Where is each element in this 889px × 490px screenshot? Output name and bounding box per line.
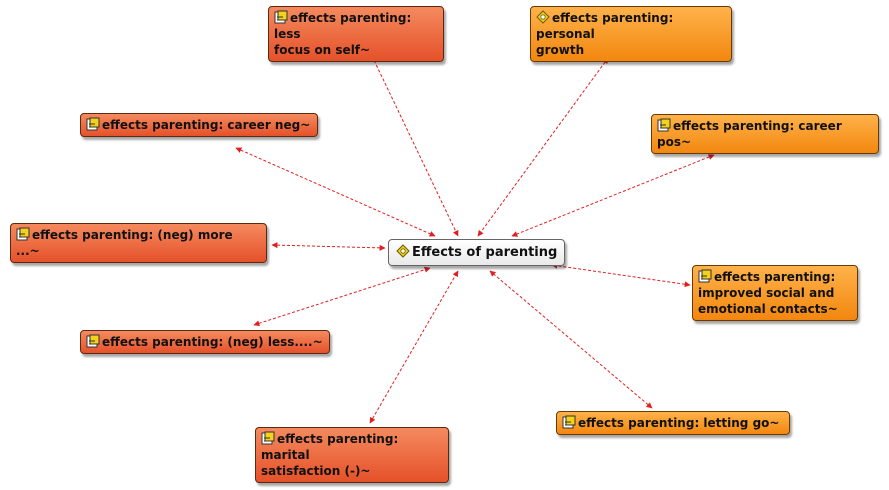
center-node-label: Effects of parenting: [412, 245, 558, 260]
edge-less-focus: [371, 55, 459, 237]
node-improved-social[interactable]: effects parenting: improved social and e…: [692, 265, 858, 321]
edge-personal-growth: [477, 57, 609, 237]
node-label: effects parenting: marital satisfaction …: [261, 432, 399, 478]
code-document-icon: [261, 431, 275, 445]
node-neg-less[interactable]: effects parenting: (neg) less....~: [80, 330, 330, 354]
network-icon: [396, 244, 410, 258]
code-document-icon: [274, 10, 288, 24]
node-label: effects parenting: career pos~: [657, 119, 842, 149]
center-node[interactable]: Effects of parenting: [388, 239, 566, 266]
node-personal-growth[interactable]: effects parenting: personal growth: [530, 6, 732, 62]
node-career-pos[interactable]: effects parenting: career pos~: [651, 114, 879, 154]
node-neg-more[interactable]: effects parenting: (neg) more ...~: [10, 223, 267, 263]
edge-improved-social: [551, 262, 691, 288]
edge-neg-more: [271, 242, 386, 251]
code-document-icon: [657, 118, 671, 132]
edge-career-pos: [511, 154, 715, 237]
network-icon: [536, 10, 550, 24]
node-label: effects parenting: (neg) more ...~: [16, 228, 233, 258]
node-label: effects parenting: letting go~: [578, 416, 780, 430]
code-document-icon: [698, 269, 712, 283]
node-career-neg[interactable]: effects parenting: career neg~: [80, 113, 318, 137]
edge-marital: [369, 270, 459, 424]
edge-career-neg: [235, 147, 436, 237]
node-label: effects parenting: improved social and e…: [698, 270, 838, 316]
code-document-icon: [562, 415, 576, 429]
edge-letting-go: [489, 270, 653, 409]
node-label: effects parenting: personal growth: [536, 11, 674, 57]
node-less-focus[interactable]: effects parenting: less focus on self~: [268, 6, 444, 62]
code-document-icon: [86, 117, 100, 131]
node-label: effects parenting: career neg~: [102, 118, 311, 132]
node-label: effects parenting: (neg) less....~: [102, 335, 323, 349]
node-letting-go[interactable]: effects parenting: letting go~: [556, 411, 790, 435]
code-document-icon: [86, 334, 100, 348]
node-marital[interactable]: effects parenting: marital satisfaction …: [255, 427, 449, 483]
code-document-icon: [16, 227, 30, 241]
edge-neg-less: [253, 266, 431, 327]
node-label: effects parenting: less focus on self~: [274, 11, 412, 57]
